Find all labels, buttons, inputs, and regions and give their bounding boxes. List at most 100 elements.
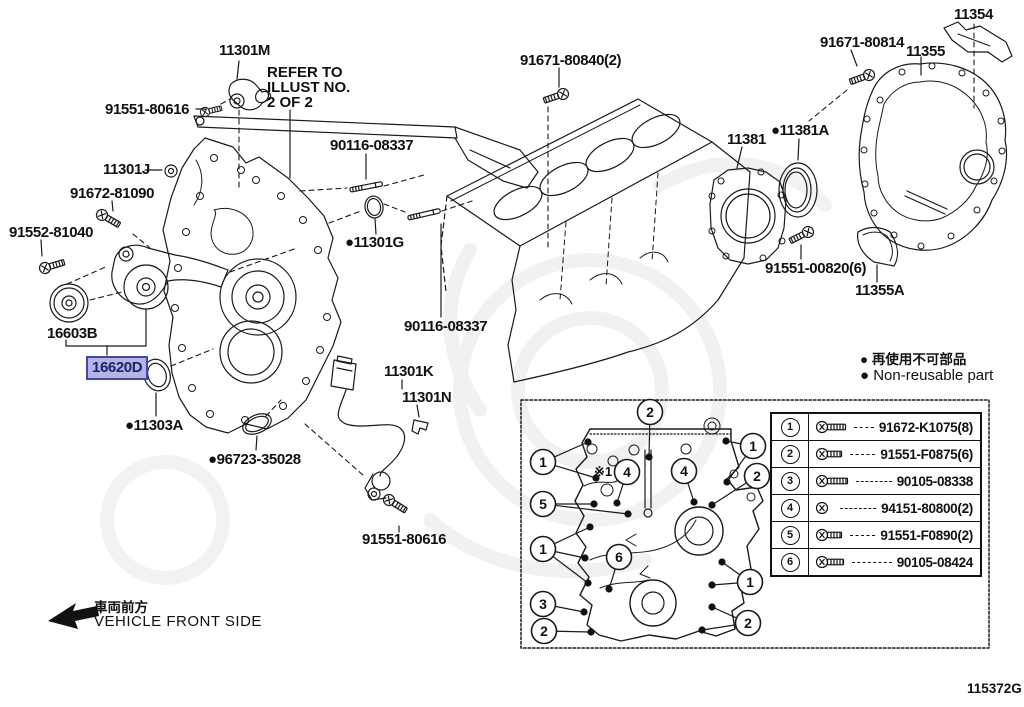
part-label-11303A[interactable]: ●11303A bbox=[125, 417, 183, 434]
leader-dash bbox=[854, 426, 874, 428]
inset-callout-number: 5 bbox=[539, 496, 547, 512]
inset-callout-circle-2 bbox=[530, 617, 558, 645]
page-code: 115372G bbox=[967, 681, 1022, 696]
bolt-position-dot bbox=[708, 581, 716, 589]
inset-callout-circle-2 bbox=[636, 398, 664, 426]
part-label-11301G[interactable]: ●11301G bbox=[345, 234, 404, 251]
gasket-11355a-drawing bbox=[857, 226, 899, 267]
fastener-row-2[interactable]: 2 91551-F0875(6) bbox=[772, 440, 980, 467]
grommet-11301j-drawing bbox=[164, 164, 178, 178]
part-label-91551-00820(6)[interactable]: 91551-00820(6) bbox=[765, 260, 867, 277]
bolt-position-dot bbox=[590, 500, 598, 508]
part-label-90116-08337[interactable]: 90116-08337 bbox=[404, 318, 488, 335]
bolt-position-dot bbox=[708, 501, 716, 509]
bolt-position-dot bbox=[592, 474, 600, 482]
fastener-callout-number: 1 bbox=[772, 414, 809, 440]
fastener-callout-number: 6 bbox=[772, 549, 809, 575]
part-label-91672-81090[interactable]: 91672-81090 bbox=[70, 185, 155, 202]
part-label-11355[interactable]: 11355 bbox=[906, 43, 945, 60]
vehicle-front-label-jp: 車両前方 bbox=[94, 600, 148, 615]
bolt-position-dot bbox=[624, 510, 632, 518]
inset-callout-number: 4 bbox=[680, 463, 688, 479]
part-label-11381A[interactable]: ●11381A bbox=[771, 122, 829, 139]
part-label-91551-80616[interactable]: 91551-80616 bbox=[105, 101, 190, 118]
bolt-position-dot bbox=[690, 498, 698, 506]
bolt-position-dot bbox=[613, 499, 621, 507]
bolt-position-dot bbox=[698, 626, 706, 634]
part-label-96723-35028[interactable]: ●96723-35028 bbox=[208, 451, 301, 468]
legend-non-reusable-jp: ● 再使用不可部品 bbox=[860, 352, 967, 367]
part-label-16620D[interactable]: 16620D bbox=[86, 356, 149, 380]
fastener-row-3[interactable]: 3 90105-08338 bbox=[772, 467, 980, 494]
part-label-16603B[interactable]: 16603B bbox=[47, 325, 98, 342]
dashed-leader-lines bbox=[66, 23, 975, 477]
bolt-position-dot bbox=[584, 579, 592, 587]
part-label-90116-08337[interactable]: 90116-08337 bbox=[330, 137, 414, 154]
inset-callout-circle-6 bbox=[605, 543, 633, 571]
fastener-row-4[interactable]: 4 94151-80800(2) bbox=[772, 494, 980, 521]
inset-callout-number: 1 bbox=[539, 541, 547, 557]
part-label-91671-80840(2)[interactable]: 91671-80840(2) bbox=[520, 52, 622, 69]
part-label-91552-81040[interactable]: 91552-81040 bbox=[9, 224, 94, 241]
bolt-position-dot bbox=[718, 558, 726, 566]
leader-dash bbox=[852, 561, 892, 563]
bolt-position-dot bbox=[580, 608, 588, 616]
part-label-11301K[interactable]: 11301K bbox=[384, 363, 434, 380]
fastener-part-number: 90105-08338 bbox=[896, 473, 974, 489]
fastener-callout-number: 4 bbox=[772, 495, 809, 521]
belt-tensioner-drawing bbox=[111, 244, 229, 310]
part-label-11301N[interactable]: 11301N bbox=[402, 389, 452, 406]
part-label-11301M[interactable]: 11301M bbox=[219, 42, 270, 59]
vehicle-front-label-en: VEHICLE FRONT SIDE bbox=[94, 613, 262, 630]
bolt-position-dot bbox=[722, 437, 730, 445]
fastener-callout-number: 3 bbox=[772, 468, 809, 494]
inset-callout-number: 2 bbox=[540, 623, 548, 639]
part-label-91551-80616[interactable]: 91551-80616 bbox=[362, 531, 447, 548]
inset-callout-number: 4 bbox=[623, 464, 631, 480]
leader-dash bbox=[840, 507, 877, 509]
inset-callout-number: 1 bbox=[539, 454, 547, 470]
part-label-11381[interactable]: 11381 bbox=[727, 131, 766, 148]
seal-11381a-drawing bbox=[778, 162, 818, 218]
bolt-icon bbox=[814, 472, 854, 490]
legend-non-reusable-en: ● Non-reusable part bbox=[860, 367, 994, 384]
idler-pulley-drawing bbox=[49, 283, 89, 323]
fastener-row-1[interactable]: 1 91672-K1075(8) bbox=[772, 414, 980, 440]
part-label-11355A[interactable]: 11355A bbox=[855, 282, 905, 299]
refer-note-line: REFER TO bbox=[267, 64, 343, 81]
bolt-position-dot bbox=[645, 453, 653, 461]
part-label-11301J[interactable]: 11301J bbox=[103, 161, 150, 178]
bolt-position-dot bbox=[581, 554, 589, 562]
fastener-part-number: 91551-F0875(6) bbox=[880, 446, 973, 462]
part-label-91671-80814[interactable]: 91671-80814 bbox=[820, 34, 905, 51]
inset-callout-number: 2 bbox=[744, 615, 752, 631]
bolt-icon bbox=[814, 445, 848, 463]
inset-cover-drawing bbox=[574, 417, 764, 642]
fastener-part-number: 94151-80800(2) bbox=[881, 500, 973, 516]
bolt-position-dot bbox=[708, 603, 716, 611]
vehicle-front-arrow bbox=[48, 603, 99, 629]
plate-11355-drawing bbox=[858, 62, 1008, 251]
part-label-11354[interactable]: 11354 bbox=[954, 6, 993, 23]
watermark bbox=[100, 157, 832, 585]
fastener-callout-number: 5 bbox=[772, 522, 809, 548]
bracket-11354-drawing bbox=[943, 21, 1013, 63]
leader-dash bbox=[856, 480, 892, 482]
leader-dash bbox=[850, 534, 876, 536]
fastener-callout-number: 2 bbox=[772, 441, 809, 467]
o-ring-11301g bbox=[364, 195, 384, 219]
leader-lines bbox=[40, 49, 922, 533]
inset-callout-circle-2 bbox=[734, 609, 762, 637]
inset-callout-number: 2 bbox=[753, 468, 761, 484]
inset-callout-number: 1 bbox=[749, 438, 757, 454]
inset-callout-number: 3 bbox=[539, 596, 547, 612]
inset-callout-circle-4 bbox=[670, 457, 698, 485]
bolt-position-dot bbox=[586, 523, 594, 531]
timing-cover-drawing bbox=[162, 115, 539, 434]
fastener-part-number: 91672-K1075(8) bbox=[878, 419, 973, 435]
bolt-icon bbox=[814, 526, 848, 544]
